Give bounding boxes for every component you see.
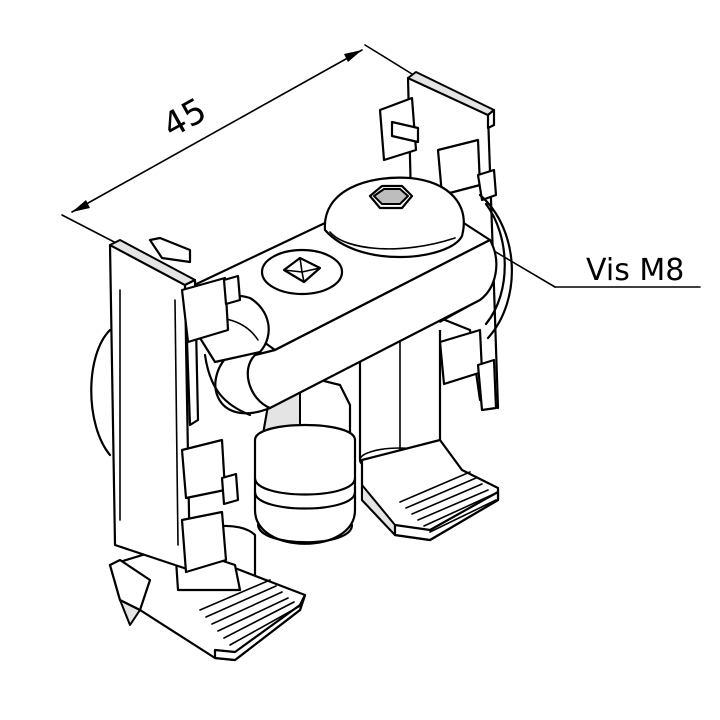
callout-label: Vis M8 (586, 253, 684, 288)
dimension-line (71, 49, 363, 213)
bar-end-curve (203, 353, 252, 417)
back-plate-bulge (478, 193, 513, 340)
dimension-arrow-right (344, 50, 362, 62)
t-nut-right-teeth (399, 471, 497, 533)
extension-line-left (61, 214, 121, 246)
screw-head-vis-m8 (323, 176, 465, 259)
front-plate-bulge (90, 328, 112, 457)
back-right-plate (378, 71, 513, 412)
dimension-arrow-left (72, 200, 90, 212)
front-left-plate (90, 236, 242, 574)
t-nut-left-teeth (199, 579, 301, 646)
t-nut-right (360, 438, 500, 542)
square-socket-center (260, 248, 344, 296)
extension-line-right (364, 44, 413, 75)
